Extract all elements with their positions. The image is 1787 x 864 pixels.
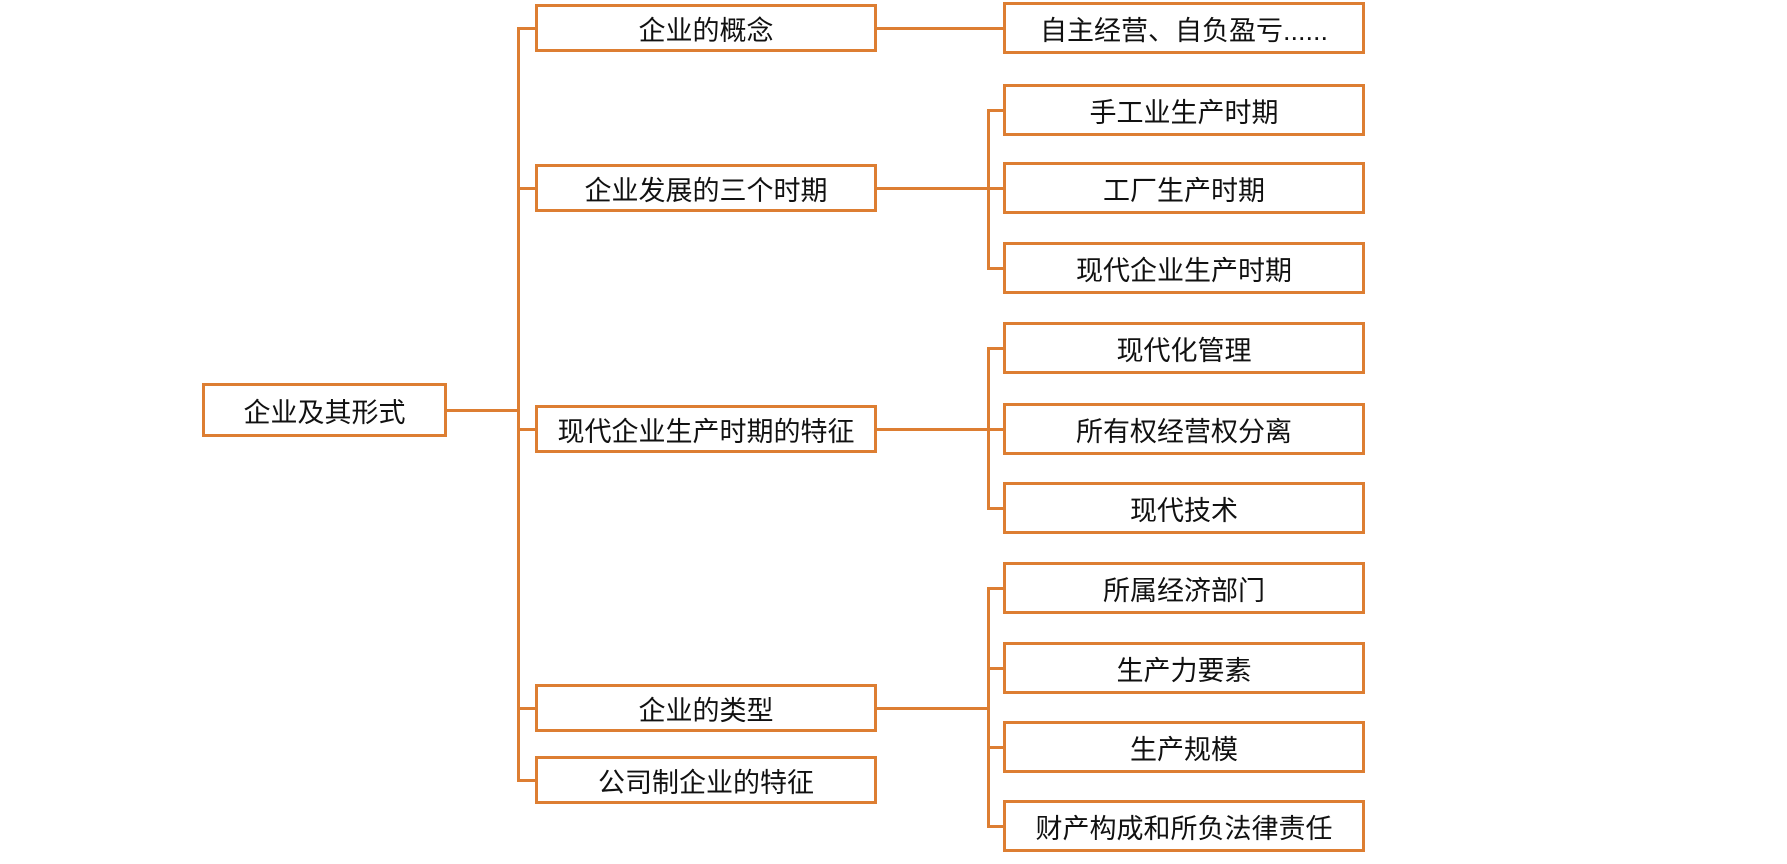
node-branch-three-periods[interactable]: 企业发展的三个时期 bbox=[535, 164, 877, 212]
connector-child-stub bbox=[987, 109, 1005, 112]
connector-child-stub bbox=[987, 347, 1005, 350]
connector-child-stub bbox=[987, 746, 1005, 749]
node-leaf[interactable]: 生产力要素 bbox=[1003, 642, 1365, 694]
node-root[interactable]: 企业及其形式 bbox=[202, 383, 447, 437]
connector-branch-stub bbox=[517, 428, 537, 431]
node-leaf[interactable]: 手工业生产时期 bbox=[1003, 84, 1365, 136]
node-leaf[interactable]: 生产规模 bbox=[1003, 721, 1365, 773]
connector-child-stub bbox=[987, 267, 1005, 270]
node-leaf[interactable]: 自主经营、自负盈亏...... bbox=[1003, 2, 1365, 54]
node-leaf[interactable]: 财产构成和所负法律责任 bbox=[1003, 800, 1365, 852]
connector-branch-stub bbox=[517, 27, 537, 30]
connector-child-stub bbox=[987, 587, 1005, 590]
connector-child-line bbox=[875, 27, 1005, 30]
node-branch-types[interactable]: 企业的类型 bbox=[535, 684, 877, 732]
connector-child-trunk bbox=[987, 587, 990, 828]
connector-branch-stub bbox=[517, 779, 537, 782]
node-leaf[interactable]: 工厂生产时期 bbox=[1003, 162, 1365, 214]
node-branch-company-features[interactable]: 公司制企业的特征 bbox=[535, 756, 877, 804]
node-branch-concept[interactable]: 企业的概念 bbox=[535, 4, 877, 52]
connector-child-stub bbox=[987, 187, 1005, 190]
connector-trunk-line bbox=[517, 27, 520, 782]
connector-child-line bbox=[875, 187, 989, 190]
node-branch-modern-features[interactable]: 现代企业生产时期的特征 bbox=[535, 405, 877, 453]
node-leaf[interactable]: 现代企业生产时期 bbox=[1003, 242, 1365, 294]
connector-child-stub bbox=[987, 825, 1005, 828]
node-leaf[interactable]: 现代化管理 bbox=[1003, 322, 1365, 374]
connector-child-stub bbox=[987, 507, 1005, 510]
connector-branch-stub bbox=[517, 187, 537, 190]
connector-root-line bbox=[445, 409, 520, 412]
node-leaf[interactable]: 所有权经营权分离 bbox=[1003, 403, 1365, 455]
connector-child-line bbox=[875, 428, 989, 431]
connector-branch-stub bbox=[517, 707, 537, 710]
connector-child-stub bbox=[987, 667, 1005, 670]
connector-child-stub bbox=[987, 428, 1005, 431]
connector-child-line bbox=[875, 707, 989, 710]
node-leaf[interactable]: 现代技术 bbox=[1003, 482, 1365, 534]
node-leaf[interactable]: 所属经济部门 bbox=[1003, 562, 1365, 614]
